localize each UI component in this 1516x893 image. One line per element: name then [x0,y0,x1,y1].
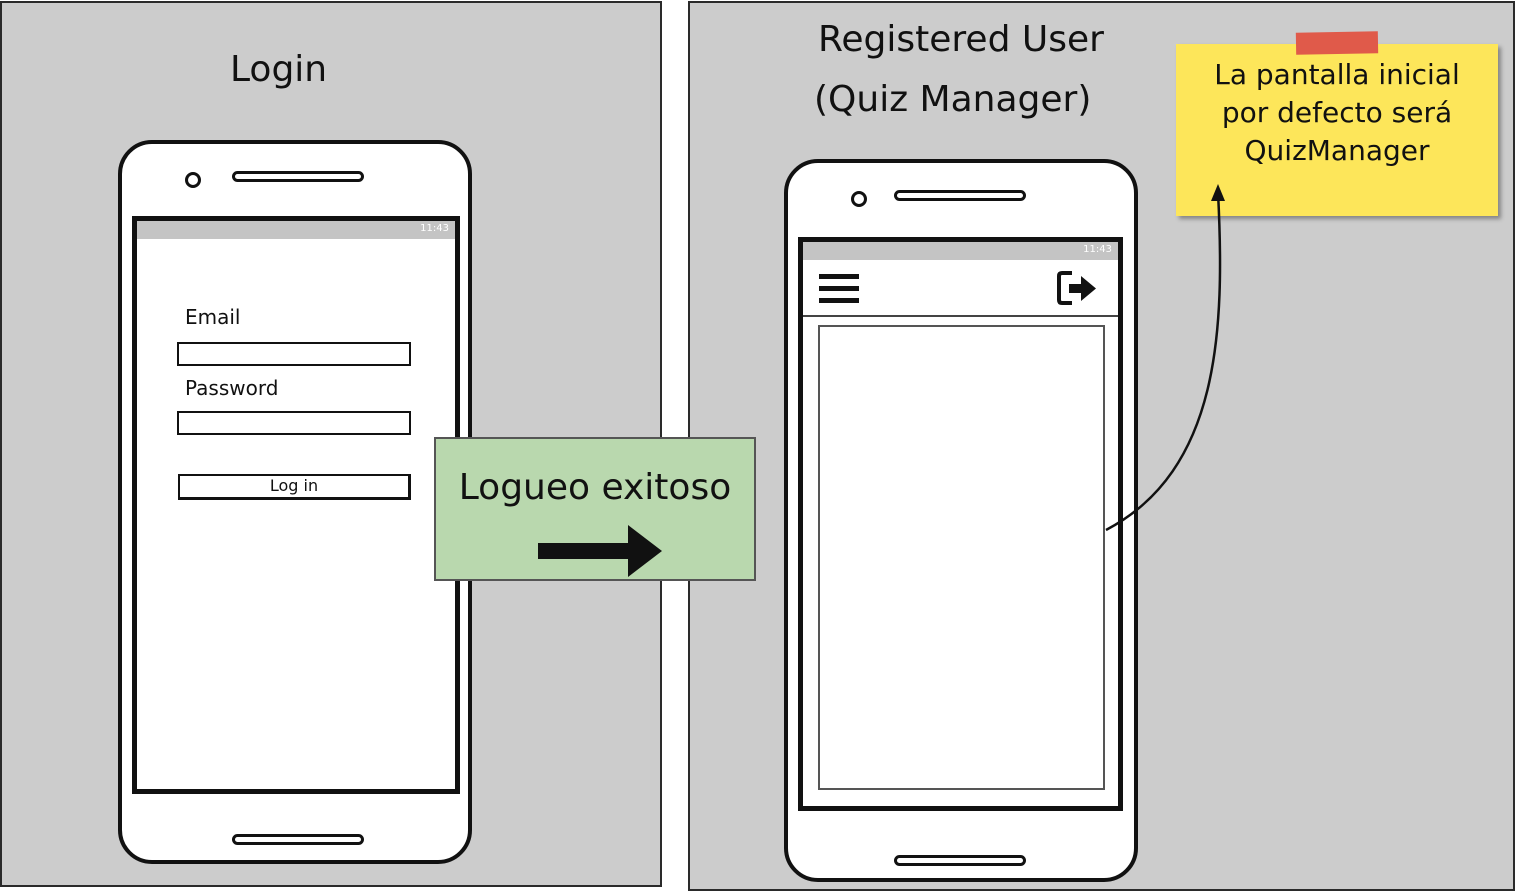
hamburger-menu-icon[interactable] [817,270,861,310]
login-phone: 11:43 Email Password Log in [118,140,472,864]
bottom-speaker [894,855,1026,866]
login-screen: 11:43 Email Password Log in [132,216,460,794]
registered-user-panel: Registered User (Quiz Manager) 11:43 [688,1,1515,891]
email-field[interactable] [177,342,411,366]
status-time: 11:43 [420,223,449,234]
top-speaker [894,190,1026,201]
camera-icon [185,172,201,188]
sticky-note: La pantalla inicial por defecto será Qui… [1176,44,1498,216]
right-arrow-icon [538,525,662,577]
password-field[interactable] [177,411,411,435]
camera-icon [851,191,867,207]
email-label: Email [185,305,241,329]
bottom-speaker [232,834,364,845]
password-label: Password [185,376,279,400]
status-time: 11:43 [1083,244,1112,255]
main-content-area [818,325,1105,790]
status-bar: 11:43 [137,221,455,239]
quiz-manager-phone: 11:43 [784,159,1138,882]
sticky-note-text: La pantalla inicial por defecto será Qui… [1214,58,1460,167]
login-panel-title: Login [230,49,328,90]
top-speaker [232,171,364,182]
app-toolbar [803,260,1118,317]
transition-label: Logueo exitoso [458,467,732,508]
quiz-manager-subtitle: (Quiz Manager) [814,79,1092,120]
registered-user-title: Registered User [818,19,1104,60]
quiz-manager-screen: 11:43 [798,237,1123,811]
transition-box: Logueo exitoso [434,437,756,581]
login-button[interactable]: Log in [178,474,411,500]
logout-icon[interactable] [1056,268,1104,308]
status-bar: 11:43 [803,242,1118,260]
sticky-tape [1295,31,1379,55]
